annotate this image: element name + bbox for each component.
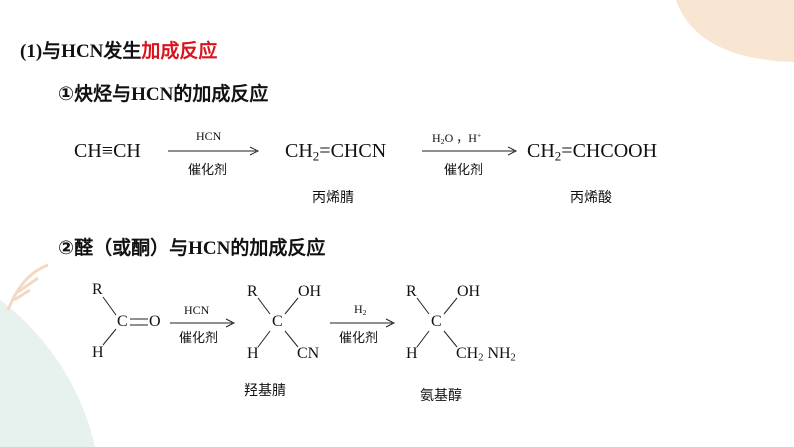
s3-nh2-a: NH: [487, 345, 511, 362]
sub1-hcn: HCN: [131, 84, 174, 105]
peach-blob-top-right: [676, 0, 794, 62]
r2a2-a: H: [354, 302, 363, 316]
a2-sub: 2: [440, 136, 445, 146]
s3-ch2nh2: CH2 NH2: [456, 345, 516, 364]
r1-arrow2-bottom: 催化剂: [444, 163, 484, 178]
p1-sub: 2: [312, 148, 320, 164]
s1-r: R: [92, 281, 103, 298]
r1-arrow2-top: H2O ，H+: [432, 129, 481, 146]
section-mid2: 发生: [103, 40, 142, 62]
sub2-hcn: HCN: [188, 238, 231, 259]
s3-h: H: [406, 345, 418, 362]
acrylic-acid-formula: CH2=CHCOOH: [527, 140, 657, 164]
r2-arrow1-top: HCN: [184, 303, 210, 317]
acrylonitrile-name: 丙烯腈: [312, 190, 354, 206]
r2-arrow1-bottom: 催化剂: [179, 331, 219, 346]
p2-a: CH: [527, 140, 555, 162]
section-mid1: 与: [42, 40, 62, 62]
subheading-aldehyde: ②醛（或酮）与HCN的加成反应: [58, 233, 325, 260]
s1-o: O: [149, 313, 161, 330]
s1-h: H: [92, 344, 104, 361]
leaf-sketch-left: [6, 263, 49, 311]
acrylonitrile-formula: CH2=CHCN: [285, 140, 386, 164]
sub1-num: ①: [58, 83, 75, 105]
section-hcn: HCN: [61, 41, 104, 62]
r2a2-sub: 2: [362, 307, 367, 317]
acetylene-formula: CH≡CH: [74, 140, 141, 162]
s1-c: C: [117, 313, 128, 330]
p2-b: =CHCOOH: [561, 140, 658, 162]
sub2-num: ②: [58, 237, 75, 259]
sub2-pre: 醛（或酮）与: [74, 237, 189, 259]
r1-arrow2: [422, 146, 518, 156]
cyanohydrin-name: 羟基腈: [244, 383, 286, 399]
s3-nh2-sub: 2: [510, 352, 516, 364]
s3-ch2-a: CH: [456, 345, 479, 362]
p2-sub: 2: [554, 148, 562, 164]
s3-r: R: [406, 283, 417, 300]
p1-a: CH: [285, 140, 313, 162]
r2-arrow2-bottom: 催化剂: [339, 331, 379, 346]
s3-ch2-sub: 2: [478, 352, 484, 364]
sub2-post: 的加成反应: [230, 237, 326, 259]
mint-blob-bottom-left: [0, 300, 95, 447]
aminoalcohol-name: 氨基醇: [420, 388, 462, 404]
r1-arrow1-top: HCN: [196, 129, 222, 143]
s2-oh: OH: [298, 283, 322, 300]
a2-sup: +: [476, 130, 482, 140]
a2-b: O ，H: [444, 131, 477, 145]
s3-oh: OH: [457, 283, 481, 300]
section-heading: (1)与HCN发生加成反应: [20, 36, 217, 63]
section-highlight: 加成反应: [141, 40, 218, 62]
s2-cn: CN: [297, 345, 320, 362]
r2-arrow2-top: H2: [354, 302, 367, 317]
s2-h: H: [247, 345, 259, 362]
s2-c: C: [272, 313, 283, 330]
sub1-pre: 炔烃与: [74, 83, 132, 105]
sub1-post: 的加成反应: [173, 83, 269, 105]
subheading-alkyne: ①炔烃与HCN的加成反应: [58, 79, 268, 106]
s3-c: C: [431, 313, 442, 330]
p1-b: =CHCN: [319, 140, 387, 162]
a2-a: H: [432, 131, 441, 145]
s2-r: R: [247, 283, 258, 300]
section-prefix: (1): [20, 41, 43, 62]
acrylic-acid-name: 丙烯酸: [570, 190, 612, 206]
r1-arrow1-bottom: 催化剂: [188, 163, 228, 178]
r1-arrow1: [168, 146, 260, 156]
